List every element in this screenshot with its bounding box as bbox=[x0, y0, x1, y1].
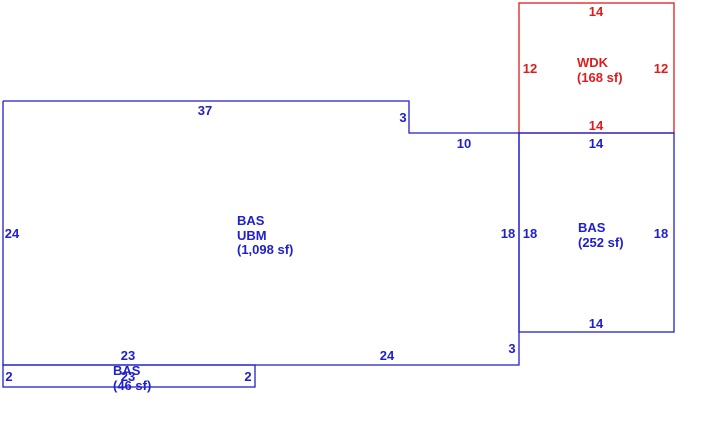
right-area-value: (252 sf) bbox=[578, 235, 624, 250]
deck-area: (168 sf) bbox=[577, 70, 623, 85]
small-dim-right: 2 bbox=[244, 369, 251, 384]
main-dim-bottom-right: 24 bbox=[380, 348, 395, 363]
small-area-outline bbox=[2, 364, 256, 388]
deck-code: WDK bbox=[577, 55, 609, 70]
right-dim-left: 18 bbox=[523, 226, 537, 241]
right-code: BAS bbox=[578, 220, 606, 235]
main-dim-left: 24 bbox=[5, 226, 20, 241]
right-dim-top: 14 bbox=[589, 136, 604, 151]
main-code: BAS bbox=[237, 213, 265, 228]
small-area-value: (46 sf) bbox=[113, 378, 151, 393]
small-code: BAS bbox=[113, 363, 141, 378]
main-subcode: UBM bbox=[237, 228, 267, 243]
main-area-value: (1,098 sf) bbox=[237, 242, 293, 257]
deck-dim-bottom: 14 bbox=[589, 118, 604, 133]
right-area-outline bbox=[518, 132, 675, 333]
deck-dim-right: 12 bbox=[654, 61, 668, 76]
main-dim-top: 37 bbox=[198, 103, 212, 118]
main-dim-bottom-left: 23 bbox=[121, 348, 135, 363]
main-dim-notch-top: 10 bbox=[457, 136, 471, 151]
right-dim-right: 18 bbox=[654, 226, 668, 241]
small-dim-overlap: 23 bbox=[121, 369, 135, 384]
main-dim-bottom-step: 3 bbox=[508, 341, 515, 356]
deck-dim-top: 14 bbox=[589, 4, 604, 19]
small-dim-left: 2 bbox=[5, 369, 12, 384]
main-dim-notch-right: 3 bbox=[399, 110, 406, 125]
right-dim-bottom: 14 bbox=[589, 316, 604, 331]
deck-dim-left: 12 bbox=[523, 61, 537, 76]
main-dim-right: 18 bbox=[501, 226, 515, 241]
